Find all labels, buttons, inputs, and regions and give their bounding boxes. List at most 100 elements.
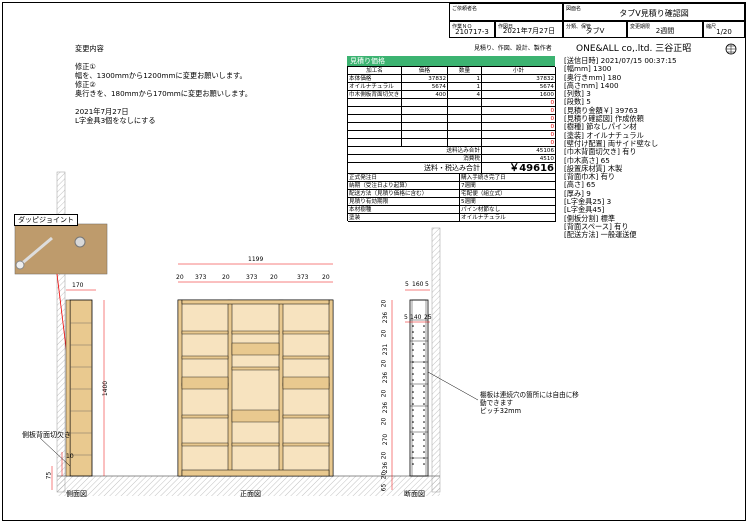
overall-width-dim: 1199 (248, 256, 264, 263)
joint-label: ダッピジョイント (14, 214, 78, 226)
table-cell (402, 107, 448, 115)
scale: 1/20 (716, 28, 732, 36)
column-dim: 373 (246, 274, 258, 281)
spec-line: [高さ] 65 (564, 180, 596, 190)
spec-line: [塗装] オイルナチュラル (564, 130, 644, 140)
drawing-name: タブV見積り確認図 (619, 9, 689, 18)
shelf-hole (423, 439, 425, 441)
column-dim: 20 (270, 274, 278, 281)
section-top-dim-1: 5 (405, 281, 409, 288)
table-header: 小計 (482, 67, 556, 75)
note-line: 修正② (75, 80, 96, 89)
spec-line: [列数] 3 (564, 89, 591, 99)
column-dim: 373 (195, 274, 207, 281)
section-dim: 236 (382, 401, 390, 414)
table-cell (348, 107, 402, 115)
section-dim: 20 (380, 389, 388, 398)
table-cell: 0 (482, 99, 556, 107)
table-cell (402, 115, 448, 123)
shelf-hole (412, 439, 414, 441)
estimate-title: 見積り価格 (347, 56, 555, 66)
shelf-hole (423, 445, 425, 447)
joint-photo (14, 223, 108, 275)
spec-line: [段数] 5 (564, 97, 591, 107)
category: タブV (585, 27, 605, 35)
right-wall (431, 227, 441, 493)
spec-line: [側板分割] 標準 (564, 213, 616, 223)
table-cell (402, 139, 448, 147)
table-cell (448, 107, 482, 115)
info-label: 正式発注日 (348, 174, 460, 182)
spec-line: [L字金具45] (564, 205, 605, 215)
table-cell (448, 99, 482, 107)
tax-value: 4510 (482, 155, 556, 163)
work-no-cell: 作業ＮＯ 210717-3 (449, 21, 495, 38)
drawing-name-cell: 図面名 タブV見積り確認図 (563, 3, 745, 21)
side-panel (69, 299, 93, 477)
spec-line: [L字金具25] 3 (564, 197, 612, 207)
table-cell (402, 99, 448, 107)
shelf-hole (412, 385, 414, 387)
spec-line: [幅mm] 1300 (564, 64, 612, 74)
date: 2021年7月27日 (502, 27, 556, 35)
scale-cell: 縮尺 1/20 (703, 21, 745, 38)
info-value: オイルナチュラル (460, 214, 556, 222)
shelf-hole (412, 391, 414, 393)
section-dim: 20 (380, 359, 388, 368)
table-cell: 5674 (402, 83, 448, 91)
spec-line: [奥行きmm] 180 (564, 72, 622, 82)
side-small-dim: 10 (66, 453, 74, 460)
spec-line: [設置床材質] 木製 (564, 163, 623, 173)
shelf-note-line: 動できます (480, 399, 513, 407)
category-cell: 分類、保管 タブV (563, 21, 627, 38)
change-cell: 変更期限 2週間 (627, 21, 703, 38)
shelf-hole (423, 379, 425, 381)
section-dim: 65 (380, 483, 388, 492)
note-line: 奥行きを、180mmから170mmに変更お願いします。 (75, 89, 252, 98)
shelf-hole (423, 385, 425, 387)
info-label: 納期（受注日より起算） (348, 182, 460, 190)
shelf-hole (412, 337, 414, 339)
tax-label: 消費税 (348, 155, 482, 163)
note-line: 変更内容 (75, 44, 104, 53)
note-line: 幅を、1300mmから1200mmに変更お願いします。 (75, 71, 247, 80)
info-label: 本材樹種 (348, 206, 460, 214)
client-label: ご依頼者名 (452, 6, 478, 12)
shelf-hole (412, 361, 414, 363)
table-cell: 本体価格 (348, 75, 402, 83)
front-view-caption: 正面図 (240, 490, 261, 498)
shelf-note-line: 棚板は連続穴の箇所には自由に移 (480, 391, 579, 399)
table-cell (348, 115, 402, 123)
table-cell: オイルナチュラル (348, 83, 402, 91)
date-cell: 作図日 2021年7月27日 (495, 21, 563, 38)
shelf-hole (412, 457, 414, 459)
info-label: 配送方法（見積り価格に含む） (348, 190, 460, 198)
table-header: 数量 (448, 67, 482, 75)
info-value: 購入手続き完了日 (460, 174, 556, 182)
table-cell (402, 123, 448, 131)
info-value: 5週間 (460, 198, 556, 206)
floor (57, 476, 440, 496)
section-dim: 236 (382, 311, 390, 324)
table-cell (348, 131, 402, 139)
shelf-hole (412, 433, 414, 435)
base-height-dim: 75 (45, 471, 53, 480)
change-note: 変更内容 修正① 幅を、1300mmから1200mmに変更お願いします。 修正②… (75, 44, 265, 125)
table-cell: 4 (448, 91, 482, 99)
table-cell: 1 (448, 83, 482, 91)
shelf-note-line: ピッチ32mm (480, 407, 522, 415)
table-cell (448, 123, 482, 131)
table-cell (348, 139, 402, 147)
spec-line: [壁付け配置] 両サイド壁なし (564, 138, 659, 148)
table-cell (448, 139, 482, 147)
table-cell: 37832 (402, 75, 448, 83)
section-dim: 20 (380, 471, 388, 480)
note-line: 2021年7月27日 (75, 107, 129, 116)
info-label: 塗装 (348, 214, 460, 222)
section-view-caption: 断面図 (404, 490, 425, 498)
column-dim: 20 (322, 274, 330, 281)
table-cell: 1 (448, 75, 482, 83)
